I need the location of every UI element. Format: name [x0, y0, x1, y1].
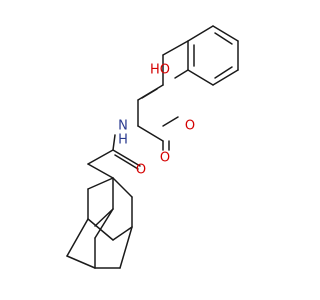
- bond: [94, 208, 114, 239]
- pyranone-ring: [137, 40, 189, 142]
- bond: [212, 25, 239, 42]
- lactone-oxygen-label: O: [160, 151, 170, 166]
- bond: [112, 226, 133, 241]
- adamantane-cage: [66, 177, 133, 269]
- double-bond: [141, 88, 158, 99]
- hydroxyl-label: HO: [150, 63, 170, 78]
- bond: [87, 177, 114, 190]
- bond: [174, 69, 189, 79]
- bond: [162, 116, 179, 127]
- double-bond: [214, 32, 233, 45]
- bond: [212, 69, 239, 86]
- bond: [137, 125, 164, 142]
- bond: [112, 134, 116, 151]
- double-bond: [114, 154, 139, 170]
- bond: [66, 255, 96, 269]
- ring-oxygen-label: O: [185, 119, 195, 134]
- bond: [162, 40, 189, 56]
- bond: [87, 163, 114, 179]
- bond: [94, 208, 114, 227]
- molecule-canvas: HO O O N H O: [66, 25, 239, 269]
- structure-diagram: HO O O N H O: [66, 25, 239, 269]
- amide-hydrogen-label: H: [118, 133, 128, 148]
- bond: [66, 218, 89, 257]
- bond: [87, 149, 114, 165]
- amide-nitrogen-label: N: [118, 119, 128, 134]
- bond: [187, 69, 214, 86]
- bond: [187, 25, 214, 42]
- benzene-ring: [187, 25, 239, 86]
- bond: [119, 226, 133, 269]
- bond: [112, 149, 141, 167]
- double-bond: [214, 66, 233, 79]
- amide-oxygen-label: O: [136, 163, 146, 178]
- bond: [112, 177, 133, 198]
